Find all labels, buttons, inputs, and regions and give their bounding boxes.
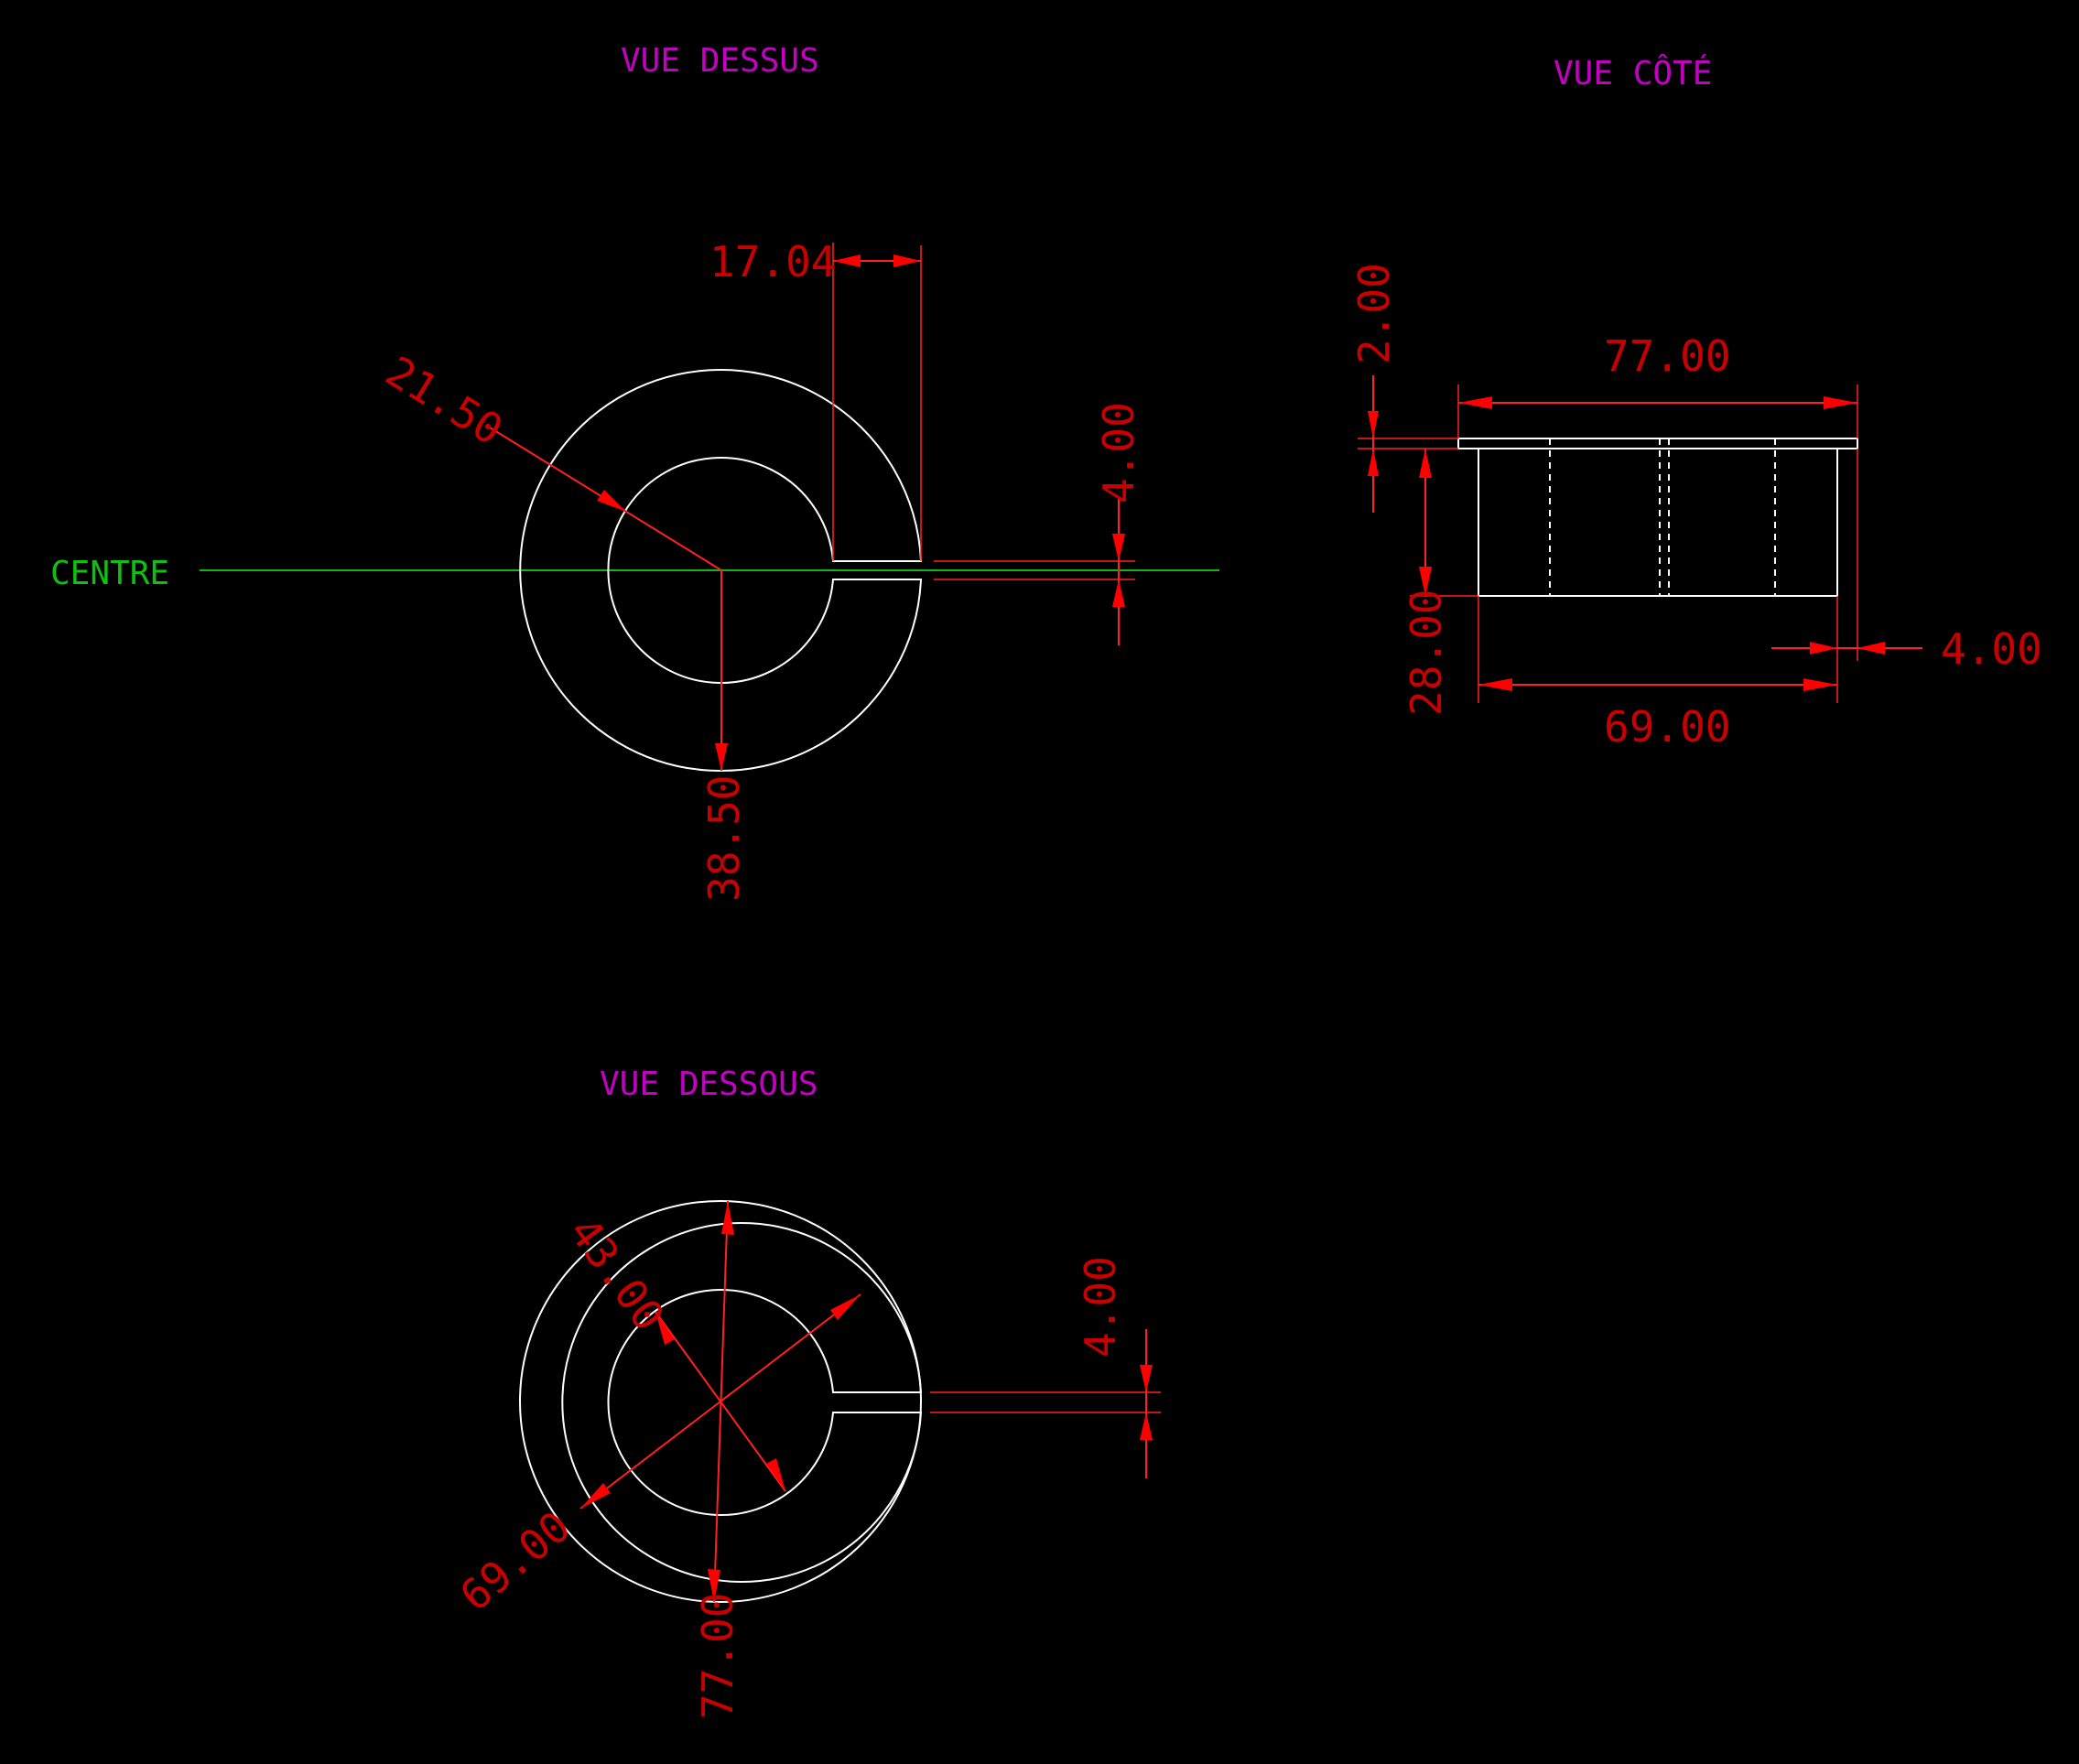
top-view-ring-outline bbox=[519, 369, 923, 772]
arrowhead bbox=[708, 1569, 720, 1602]
side-body-width-label: 69.00 bbox=[1604, 702, 1730, 752]
arrowhead bbox=[580, 1483, 611, 1509]
title-bottom-view: VUE DESSOUS bbox=[600, 1066, 818, 1103]
title-side-view: VUE CÔTÉ bbox=[1554, 54, 1712, 92]
side-total-width-label: 77.00 bbox=[1604, 331, 1730, 381]
side-flange-overhang-label: 4.00 bbox=[1941, 624, 2042, 674]
arrowhead bbox=[1368, 449, 1379, 476]
bottom-inner-diameter-line bbox=[655, 1311, 786, 1492]
top-slot-offset-label: 17.04 bbox=[709, 237, 836, 287]
arrowhead bbox=[1419, 449, 1432, 478]
arrowhead bbox=[1810, 642, 1837, 655]
top-slot-width-label: 4.00 bbox=[1094, 402, 1143, 503]
top-inner-radius-label: 21.50 bbox=[377, 346, 511, 455]
side-flange bbox=[1457, 438, 1858, 449]
top-outer-radius-label: 38.50 bbox=[699, 775, 749, 902]
arrowhead bbox=[1857, 642, 1885, 655]
arrowhead bbox=[1140, 1412, 1153, 1440]
arrowhead bbox=[1368, 411, 1379, 438]
arrowhead bbox=[1112, 534, 1125, 561]
arrowhead bbox=[1803, 678, 1837, 691]
arrowhead bbox=[597, 490, 626, 512]
side-view: 77.00 2.00 28.00 69.00 4.00 bbox=[1349, 263, 2042, 752]
side-flange-height-label: 2.00 bbox=[1349, 263, 1399, 364]
side-body-height-label: 28.00 bbox=[1402, 590, 1451, 716]
arrowhead bbox=[766, 1458, 785, 1491]
arrowhead bbox=[1140, 1365, 1153, 1392]
arrowhead bbox=[833, 254, 861, 267]
bottom-outer-circle bbox=[519, 1200, 922, 1603]
arrowhead bbox=[1824, 396, 1857, 409]
bottom-ring-outline bbox=[561, 1222, 923, 1583]
title-top-view: VUE DESSUS bbox=[621, 42, 819, 80]
bottom-view: 4.00 77.00 69.00 43.00 bbox=[450, 1200, 1161, 1719]
bottom-outer-diameter-label: 77.00 bbox=[693, 1593, 742, 1719]
arrowhead bbox=[1419, 567, 1432, 596]
bottom-mid-diameter-label: 69.00 bbox=[450, 1501, 579, 1620]
arrowhead bbox=[655, 1312, 675, 1345]
bottom-inner-diameter-label: 43.00 bbox=[559, 1208, 674, 1340]
arrowhead bbox=[1478, 678, 1512, 691]
bottom-slot-width-label: 4.00 bbox=[1076, 1256, 1125, 1358]
arrowhead bbox=[1458, 396, 1492, 409]
centre-label: CENTRE bbox=[50, 555, 169, 592]
arrowhead bbox=[1112, 579, 1125, 607]
side-body bbox=[1478, 448, 1838, 597]
arrowhead bbox=[893, 254, 921, 267]
top-view: CENTRE 4.00 17.04 21.50 38.50 bbox=[50, 237, 1219, 902]
arrowhead bbox=[721, 1201, 734, 1235]
arrowhead bbox=[715, 743, 728, 771]
arrowhead bbox=[830, 1294, 861, 1320]
